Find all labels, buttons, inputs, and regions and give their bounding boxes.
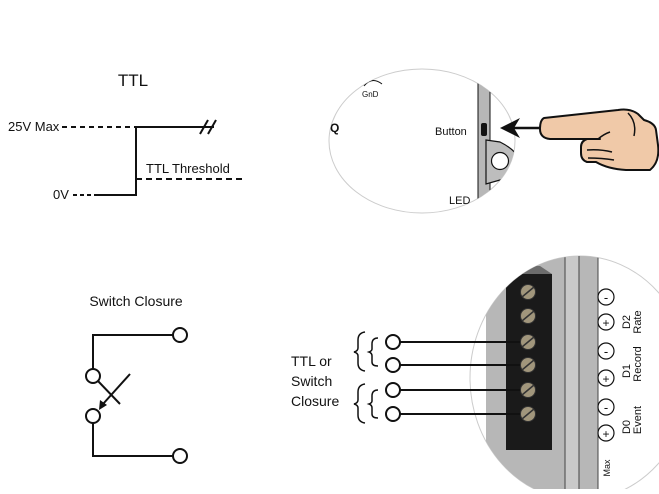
switch-bottom-terminal xyxy=(172,448,188,464)
d1-name: Record xyxy=(632,346,644,381)
brace-ttl-outer xyxy=(353,331,366,372)
terminal-screws xyxy=(520,284,536,422)
wire-terminal-4 xyxy=(385,406,401,422)
channel-labels: - + D2 Rate - + D1 Record - xyxy=(597,288,644,442)
input-label-line-3: Closure xyxy=(291,393,339,409)
ttl-title: TTL xyxy=(118,71,148,90)
d2-name: Rate xyxy=(632,310,644,333)
brace-switch-inner xyxy=(366,389,379,419)
screw-1 xyxy=(520,284,536,300)
push-button[interactable] xyxy=(481,123,487,136)
switch-panel: Switch Closure xyxy=(85,293,188,464)
channel-d0: - + D0 Event xyxy=(597,398,644,442)
switch-contact-upper xyxy=(85,368,101,384)
terminal-wires xyxy=(385,334,528,422)
bottom-max-label: Max xyxy=(602,459,612,477)
ttl-threshold-label: TTL Threshold xyxy=(146,161,230,176)
wire-terminal-2 xyxy=(385,357,401,373)
pointing-hand-icon xyxy=(539,108,659,171)
brace-switch-outer xyxy=(353,383,366,424)
button-device-outline xyxy=(328,68,516,214)
wire-terminal-1 xyxy=(385,334,401,350)
wire-terminal-3 xyxy=(385,382,401,398)
switch-bottom-wire xyxy=(92,423,173,457)
ttl-zero-label: 0V xyxy=(53,187,69,202)
cut-off-glyph: Q xyxy=(330,121,339,135)
d0-id: D0 xyxy=(621,420,633,434)
press-arrow-head xyxy=(500,118,520,138)
ttl-max-label: 25V Max xyxy=(8,119,60,134)
ttl-break-mark-1 xyxy=(199,119,209,135)
screw-5 xyxy=(520,382,536,398)
led-indicator xyxy=(490,151,510,171)
d2-minus-circle xyxy=(597,288,615,306)
ttl-signal-trace xyxy=(94,126,214,196)
button-panel: GnD Q Button LED xyxy=(328,68,659,214)
brace-ttl-inner xyxy=(366,337,379,367)
switch-title: Switch Closure xyxy=(89,293,183,309)
d0-minus: - xyxy=(604,400,608,415)
d0-plus: + xyxy=(602,427,609,441)
screw-6 xyxy=(520,406,536,422)
switch-blade xyxy=(97,380,121,405)
d1-plus: + xyxy=(602,372,609,386)
led-label: LED xyxy=(449,195,470,207)
screw-2 xyxy=(520,308,536,324)
button-label: Button xyxy=(435,126,467,138)
screw-3 xyxy=(520,334,536,350)
d2-id: D2 xyxy=(621,315,633,329)
ttl-panel: TTL 25V Max TTL Threshold 0V xyxy=(8,71,242,202)
screw-4 xyxy=(520,357,536,373)
d2-plus: + xyxy=(602,316,609,330)
d1-minus: - xyxy=(604,344,608,359)
switch-arrow-head xyxy=(99,400,107,410)
ttl-break-mark-2 xyxy=(207,119,217,135)
input-label-line-2: Switch xyxy=(291,373,332,389)
terminal-panel: TTL or Switch Closure - + D2 Rate xyxy=(291,255,659,494)
d1-minus-circle xyxy=(597,342,615,360)
d1-id: D1 xyxy=(621,364,633,378)
gnd-corner-mark xyxy=(363,80,383,87)
d0-name: Event xyxy=(632,406,644,434)
gnd-label: GnD xyxy=(362,90,379,99)
channel-d2: - + D2 Rate xyxy=(597,288,644,334)
switch-top-wire xyxy=(92,334,173,369)
d1-plus-circle xyxy=(597,369,615,387)
switch-top-terminal xyxy=(172,327,188,343)
terminal-housing-strip xyxy=(565,256,579,494)
d0-plus-circle xyxy=(597,424,615,442)
switch-contact-lower xyxy=(85,408,101,424)
switch-cross-line xyxy=(102,373,131,405)
channel-d1: - + D1 Record xyxy=(597,342,644,387)
d0-minus-circle xyxy=(597,398,615,416)
input-label-line-1: TTL or xyxy=(291,353,332,369)
d2-minus: - xyxy=(604,290,608,305)
d2-plus-circle xyxy=(597,313,615,331)
